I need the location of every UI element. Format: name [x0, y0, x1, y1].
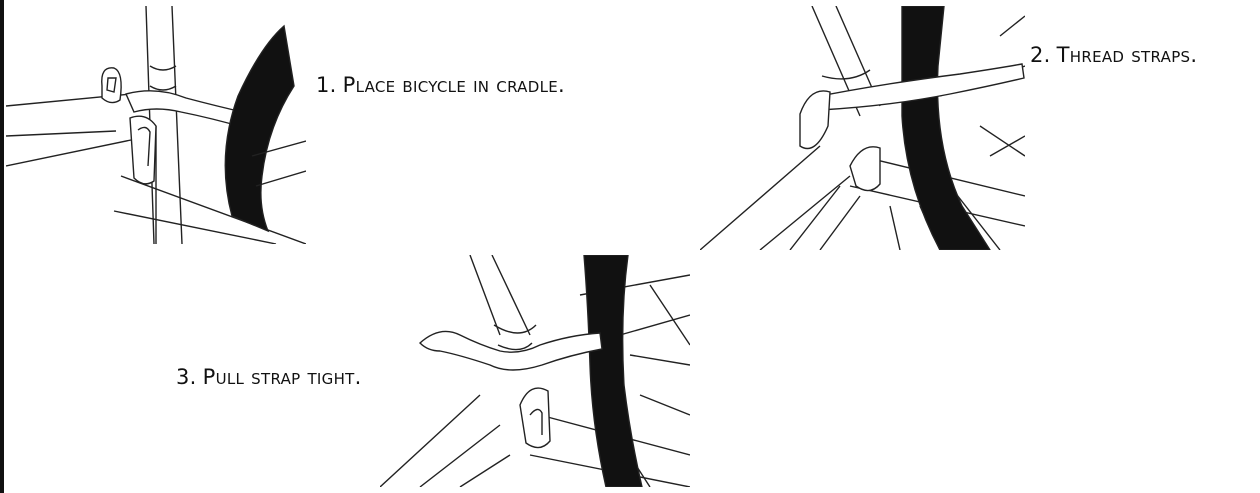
- step-1-number: 1.: [316, 73, 337, 97]
- step-2-text: 2.Thread straps.: [1030, 40, 1256, 70]
- step-2-label: Thread straps.: [1057, 43, 1198, 67]
- step-3-label: Pull strap tight.: [203, 365, 362, 389]
- step-1-label: Place bicycle in cradle.: [343, 73, 565, 97]
- pull-strap-illustration: [380, 255, 690, 487]
- step-2-number: 2.: [1030, 43, 1051, 67]
- page-left-border: [0, 0, 4, 493]
- thread-straps-illustration: [700, 6, 1025, 250]
- step-3-text: 3.Pull strap tight.: [176, 362, 396, 392]
- step-3-number: 3.: [176, 365, 197, 389]
- step-1-text: 1.Place bicycle in cradle.: [316, 70, 576, 100]
- bicycle-cradle-illustration: [6, 6, 306, 244]
